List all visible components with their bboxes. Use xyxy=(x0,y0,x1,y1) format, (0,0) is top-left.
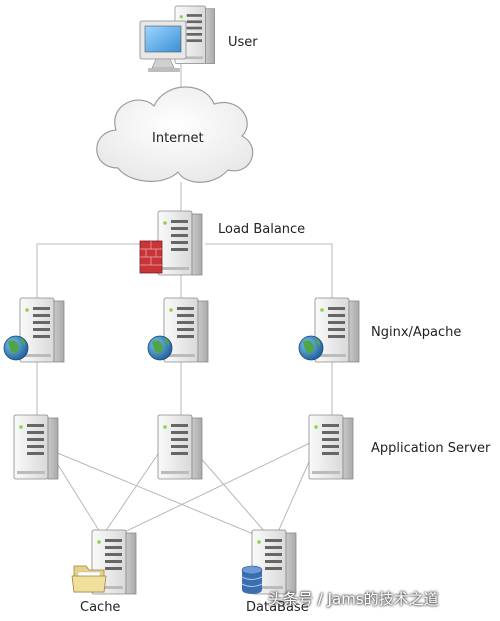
database-label: DataBase xyxy=(246,600,309,615)
app-tier-label: Application Server xyxy=(371,441,491,456)
link-app2-database xyxy=(197,454,266,533)
link-app3-database xyxy=(277,454,313,533)
web-server-1 xyxy=(3,297,65,363)
web-server-3 xyxy=(298,297,360,363)
database-node xyxy=(241,529,297,595)
internet-label: Internet xyxy=(152,131,204,146)
cloud-icon xyxy=(96,86,254,183)
globe-icon xyxy=(298,335,324,361)
database-icon xyxy=(241,565,263,594)
app-server-2 xyxy=(157,414,203,480)
watermark: 头条号 / Jams的技术之道 xyxy=(268,590,439,608)
app-server-3 xyxy=(308,414,354,480)
web-tier-label: Nginx/Apache xyxy=(371,325,462,340)
globe-icon xyxy=(147,335,173,361)
folder-icon xyxy=(71,565,107,593)
globe-icon xyxy=(3,335,29,361)
app-server-1 xyxy=(13,414,59,480)
firewall-icon xyxy=(139,240,163,274)
cache-label: Cache xyxy=(80,600,121,615)
user-label: User xyxy=(228,35,258,50)
user-node xyxy=(139,5,216,72)
link-app3-cache xyxy=(111,442,311,539)
load-balance-label: Load Balance xyxy=(218,222,306,237)
link-app2-cache xyxy=(104,453,159,533)
web-server-2 xyxy=(147,297,209,363)
link-app1-database xyxy=(54,451,281,546)
load-balance-node xyxy=(139,210,203,276)
cache-node xyxy=(71,529,137,595)
